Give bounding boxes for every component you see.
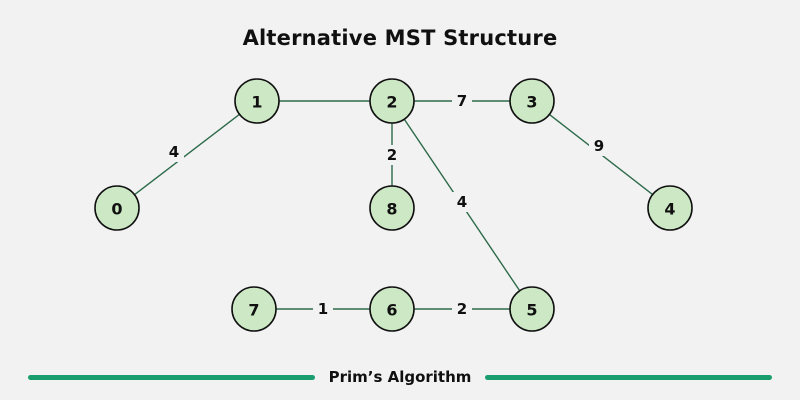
footer: Prim’s Algorithm bbox=[0, 368, 800, 386]
page-title: Alternative MST Structure bbox=[242, 26, 558, 50]
edge-weight-backdrop bbox=[452, 192, 472, 212]
edge-weight-backdrop bbox=[313, 299, 333, 319]
edge-weight-5-6: 2 bbox=[457, 300, 467, 318]
node-circle-2[interactable] bbox=[369, 78, 415, 124]
graph-node-6[interactable]: 6 bbox=[369, 286, 415, 332]
graph-node-1[interactable]: 1 bbox=[234, 78, 280, 124]
node-circle-3[interactable] bbox=[509, 78, 555, 124]
node-circle-4[interactable] bbox=[647, 185, 693, 231]
footer-rule-right bbox=[485, 374, 773, 380]
graph-node-5[interactable]: 5 bbox=[509, 286, 555, 332]
node-circle-7[interactable] bbox=[231, 286, 277, 332]
node-label-2: 2 bbox=[386, 93, 397, 112]
edge-weight-3-4: 9 bbox=[594, 137, 604, 155]
edge-weight-backdrop bbox=[164, 142, 184, 162]
edge-weight-0-1: 4 bbox=[169, 143, 179, 161]
node-label-3: 3 bbox=[526, 93, 537, 112]
node-circle-8[interactable] bbox=[369, 185, 415, 231]
footer-label: Prim’s Algorithm bbox=[328, 368, 472, 386]
edge-labels-group: 4 7 2 4 9 2 1 bbox=[164, 91, 609, 319]
node-label-5: 5 bbox=[526, 301, 537, 320]
nodes-group: 0 1 2 3 4 5 6 7 8 bbox=[94, 78, 693, 332]
node-label-8: 8 bbox=[386, 200, 397, 219]
node-label-6: 6 bbox=[386, 301, 397, 320]
edge-weight-backdrop bbox=[589, 136, 609, 156]
edge-weight-6-7: 1 bbox=[318, 300, 328, 318]
edge-weight-backdrop bbox=[382, 145, 402, 165]
graph-node-4[interactable]: 4 bbox=[647, 185, 693, 231]
graph-node-8[interactable]: 8 bbox=[369, 185, 415, 231]
graph-node-3[interactable]: 3 bbox=[509, 78, 555, 124]
graph-edge-0-1 bbox=[134, 113, 240, 196]
graph-node-7[interactable]: 7 bbox=[231, 286, 277, 332]
footer-rule-left bbox=[28, 374, 315, 380]
edge-weight-2-3: 7 bbox=[457, 92, 467, 110]
node-label-0: 0 bbox=[111, 200, 122, 219]
node-circle-1[interactable] bbox=[234, 78, 280, 124]
node-circle-6[interactable] bbox=[369, 286, 415, 332]
edge-weight-backdrop bbox=[452, 299, 472, 319]
node-label-1: 1 bbox=[251, 93, 262, 112]
node-label-7: 7 bbox=[248, 301, 259, 320]
edge-weight-2-8: 2 bbox=[387, 146, 397, 164]
graph-node-0[interactable]: 0 bbox=[94, 185, 140, 231]
node-circle-0[interactable] bbox=[94, 185, 140, 231]
node-label-4: 4 bbox=[664, 200, 675, 219]
graph-node-2[interactable]: 2 bbox=[369, 78, 415, 124]
node-circle-5[interactable] bbox=[509, 286, 555, 332]
edge-weight-2-5: 4 bbox=[457, 193, 467, 211]
edge-weight-backdrop bbox=[452, 91, 472, 111]
